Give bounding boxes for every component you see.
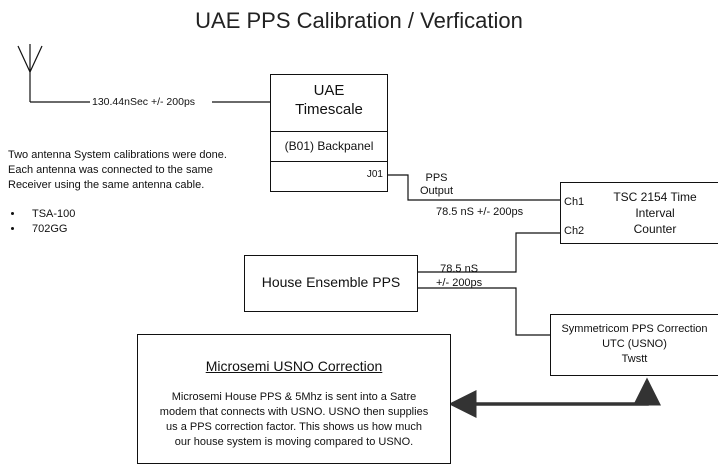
house-pps-wire (418, 232, 562, 273)
microsemi-text-line: us a PPS correction factor. This shows u… (166, 421, 422, 433)
pps-output-delay: 78.5 nS +/- 200ps (436, 206, 524, 218)
symmetricom-line2: UTC (USNO) (602, 338, 667, 350)
uae-timescale-box: UAE Timescale (B01) Backpanel J01 (270, 74, 388, 192)
house-to-symmetricom-wire (418, 287, 550, 336)
uae-timescale-line2: Timescale (295, 101, 363, 118)
symmetricom-line1: Symmetricom PPS Correction (561, 323, 708, 335)
j01-port-label: J01 (366, 169, 383, 180)
house-delay-line1: 78.5 nS (440, 263, 479, 275)
symmetricom-line3: Twstt (621, 353, 648, 365)
microsemi-text-line: modem that connects with USNO. USNO then… (159, 406, 429, 418)
calibration-note-line: Each antenna was connected to the same (8, 164, 213, 176)
antenna-list: TSA-100 702GG (8, 207, 75, 237)
pps-output-line2: Output (420, 185, 454, 197)
antenna-list-item: 702GG (24, 222, 75, 237)
connection-lines (17, 44, 661, 418)
house-delay-line2: +/- 200ps (436, 277, 483, 289)
pps-output-line1: PPS (425, 172, 448, 184)
house-ensemble-box: House Ensemble PPS (244, 255, 418, 312)
antenna-list-item: TSA-100 (24, 207, 75, 222)
counter-line1: TSC 2154 Time (613, 190, 697, 204)
pps-output-label: PPS Output (420, 172, 453, 198)
ch1-label: Ch1 (564, 196, 585, 208)
correction-double-arrow (448, 377, 661, 418)
pps-output-wire (388, 174, 562, 201)
house-ensemble-label: House Ensemble PPS (261, 274, 401, 290)
antenna-link-label: 130.44nSec +/- 200ps (92, 96, 196, 108)
time-interval-counter-box: Ch1 Ch2 TSC 2154 Time Interval Counter (560, 182, 718, 244)
page-title: UAE PPS Calibration / Verfication (195, 8, 523, 33)
microsemi-heading: Microsemi USNO Correction (205, 358, 383, 374)
calibration-note-line: Receiver using the same antenna cable. (8, 179, 205, 191)
calibration-note: Two antenna System calibrations were don… (8, 148, 227, 193)
counter-line3: Counter (633, 222, 677, 236)
microsemi-text-line: our house system is moving compared to U… (174, 436, 414, 448)
backpanel-label: (B01) Backpanel (284, 139, 374, 153)
counter-line2: Interval (635, 206, 675, 220)
microsemi-box: Microsemi USNO Correction Microsemi Hous… (137, 334, 451, 464)
antenna-icon (17, 44, 270, 103)
symmetricom-box: Symmetricom PPS Correction UTC (USNO) Tw… (550, 314, 718, 376)
calibration-note-line: Two antenna System calibrations were don… (8, 149, 227, 161)
ch2-label: Ch2 (564, 225, 585, 237)
uae-timescale-line1: UAE (313, 82, 345, 99)
microsemi-text-line: Microsemi House PPS & 5Mhz is sent into … (171, 391, 417, 403)
house-ensemble-delay: 78.5 nS +/- 200ps (436, 262, 482, 290)
